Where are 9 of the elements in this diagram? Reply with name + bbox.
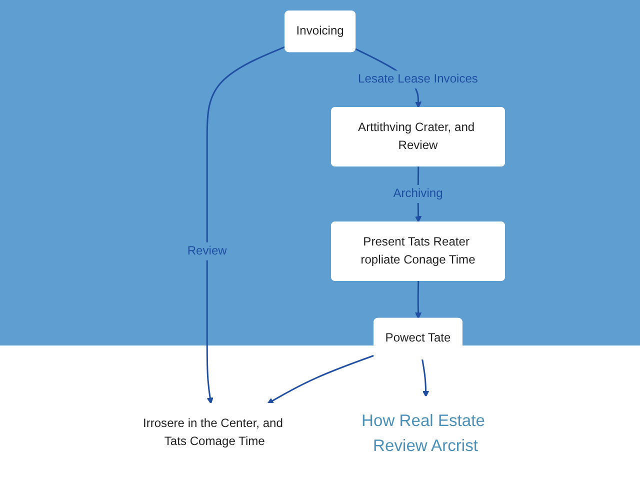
arrow bbox=[266, 354, 375, 404]
edge-label: Archiving bbox=[393, 187, 443, 200]
arrow bbox=[414, 281, 422, 319]
edge-label: Lesate Lease Invoices bbox=[358, 72, 478, 86]
arrow bbox=[421, 359, 429, 398]
node-text: Irrosere in the Center, and Tats Comage Time bbox=[142, 416, 283, 448]
edge-label: Review bbox=[187, 244, 227, 258]
arrow bbox=[206, 46, 286, 404]
node-text: How Real Estate Review Arcrist bbox=[361, 410, 485, 455]
